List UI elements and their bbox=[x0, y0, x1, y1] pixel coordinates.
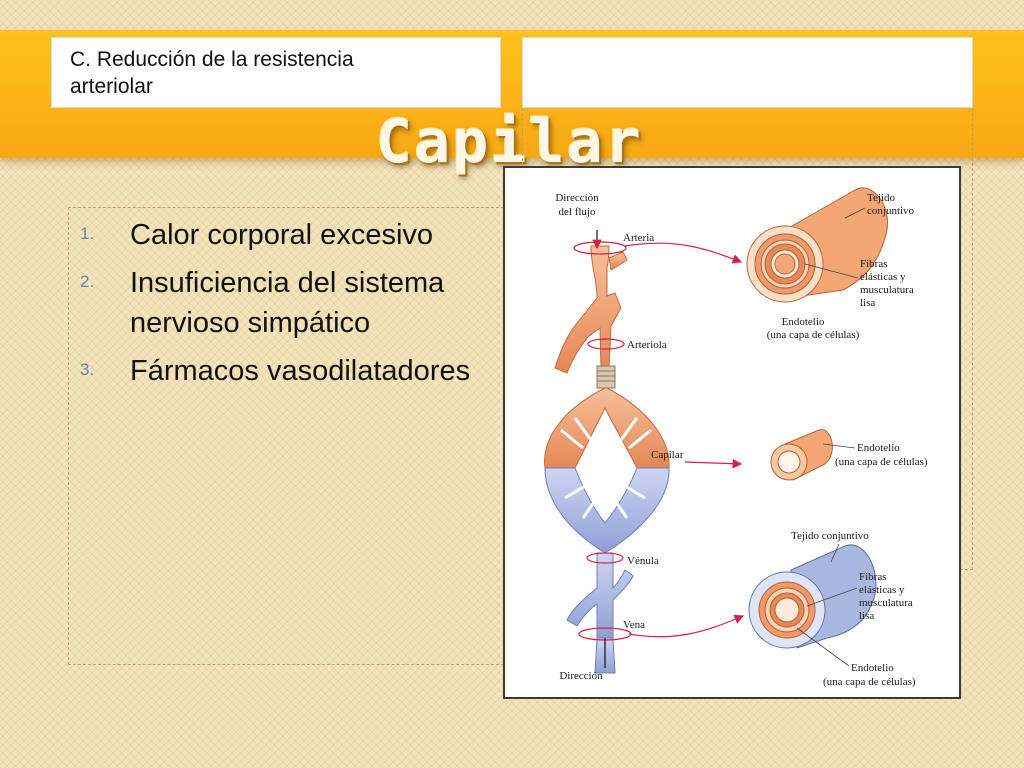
label-direction-top-2: del flujo bbox=[559, 206, 596, 218]
label-direction-bottom: Dirección bbox=[559, 670, 603, 682]
label-direction-top-1: Dirección bbox=[555, 192, 599, 204]
list-item-text: Insuficiencia del sistema nervioso simpá… bbox=[130, 263, 444, 343]
artery-label-fibras-1: Fibras bbox=[860, 258, 888, 270]
list-item-text-line-2: nervioso simpático bbox=[130, 307, 371, 339]
label-venula: Vénula bbox=[627, 555, 659, 567]
subtitle-line-1: C. Reducción de la resistencia bbox=[70, 48, 354, 71]
vein-tree bbox=[566, 552, 634, 674]
list-item: 1. Calor corporal excesivo bbox=[80, 215, 500, 255]
vein-leader-tejido bbox=[830, 543, 840, 563]
capillary-label-endotelio-2: (una capa de células) bbox=[835, 456, 928, 468]
label-arteria: Arteria bbox=[623, 232, 654, 244]
list-item-text-line-1: Calor corporal excesivo bbox=[130, 219, 434, 251]
causes-list: 1. Calor corporal excesivo 2. Insuficien… bbox=[80, 215, 500, 399]
vein-cross-section bbox=[748, 544, 877, 649]
label-capilar: Capilar bbox=[651, 449, 684, 461]
vein-label-fibras-3: musculatura bbox=[859, 597, 913, 609]
vein-leader-endotelio bbox=[796, 627, 850, 667]
subtitle-box-right bbox=[522, 37, 973, 108]
artery-cross-section bbox=[746, 187, 888, 303]
list-item-text-line-1: Insuficiencia del sistema bbox=[130, 267, 445, 299]
artery-label-endotelio-1: Endotelio bbox=[782, 316, 825, 328]
subtitle-box-left: C. Reducción de la resistencia arteriola… bbox=[51, 37, 501, 108]
list-item: 3. Fármacos vasodilatadores bbox=[80, 351, 500, 391]
vein-leader-fibras bbox=[806, 587, 858, 607]
capillary-cross-section bbox=[770, 429, 833, 481]
vein-label-endotelio-1: Endotelio bbox=[851, 662, 894, 674]
artery-tree bbox=[554, 245, 628, 389]
artery-label-tejido-2: conjuntivo bbox=[867, 205, 915, 217]
capillary-leader bbox=[822, 443, 856, 449]
artery-label-fibras-2: elásticas y bbox=[860, 271, 906, 283]
list-item-text: Fármacos vasodilatadores bbox=[130, 351, 470, 391]
vein-label-tejido: Tejido conjuntivo bbox=[791, 530, 869, 542]
list-item-text: Calor corporal excesivo bbox=[130, 215, 433, 255]
vessel-diagram-svg: Dirección del flujo Dirección Arteria Ar… bbox=[544, 187, 928, 688]
capillary-bed bbox=[544, 387, 670, 554]
capillary-label-endotelio-1: Endotelio bbox=[857, 442, 900, 454]
artery-label-endotelio-2: (una capa de células) bbox=[767, 329, 860, 341]
vein-label-fibras-2: elásticas y bbox=[859, 584, 905, 596]
arrow-to-artery-section bbox=[624, 242, 743, 264]
vein-label-fibras-1: Fibras bbox=[859, 571, 887, 583]
arrow-to-capillary-section bbox=[684, 458, 743, 469]
slide-title: Capilar bbox=[376, 107, 643, 177]
artery-label-tejido-1: Tejido bbox=[867, 192, 895, 204]
arteriole-ring-marker bbox=[587, 338, 625, 350]
artery-label-fibras-3: musculatura bbox=[860, 284, 914, 296]
list-item-text-line-1: Fármacos vasodilatadores bbox=[130, 355, 471, 387]
subtitle-line-2: arteriolar bbox=[70, 75, 153, 98]
label-vena: Vena bbox=[623, 619, 645, 631]
list-item: 2. Insuficiencia del sistema nervioso si… bbox=[80, 263, 500, 343]
arrow-to-vein-section bbox=[628, 614, 745, 638]
list-item-number: 3. bbox=[80, 360, 95, 379]
vessel-diagram: Dirección del flujo Dirección Arteria Ar… bbox=[503, 166, 961, 699]
venule-ring-marker bbox=[586, 552, 624, 564]
list-item-number: 1. bbox=[80, 224, 95, 243]
vein-label-endotelio-2: (una capa de células) bbox=[823, 676, 916, 688]
artery-leader-fibras bbox=[804, 263, 859, 279]
list-item-number: 2. bbox=[80, 272, 95, 291]
label-arteriola: Arteriola bbox=[627, 339, 667, 351]
artery-leader-tejido bbox=[844, 207, 866, 219]
vein-label-fibras-4: lisa bbox=[859, 610, 874, 622]
artery-label-fibras-4: lisa bbox=[860, 297, 875, 309]
